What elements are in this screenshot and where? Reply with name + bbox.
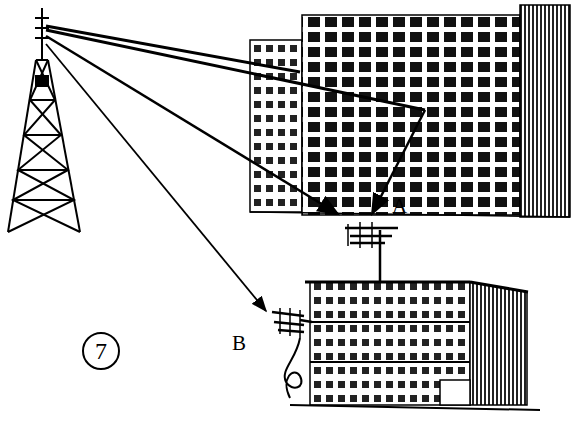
small-building	[290, 282, 540, 410]
antenna-label: A	[392, 196, 407, 217]
callout-number: 7	[82, 332, 120, 370]
signal-rays	[46, 26, 425, 311]
tall-building	[250, 5, 570, 217]
antenna-b	[272, 308, 312, 398]
antenna-label: B	[232, 333, 246, 354]
tv-tower	[8, 8, 80, 232]
antenna-a	[345, 222, 398, 282]
